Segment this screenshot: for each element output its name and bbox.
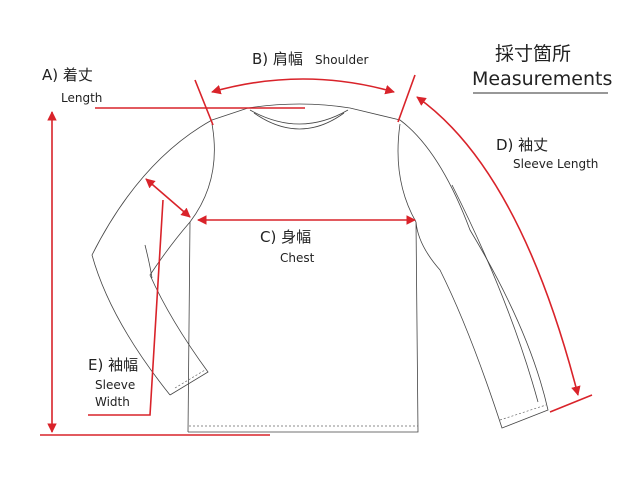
sleeve-length-label-en: Sleeve Length [513,157,598,171]
sleeve-width-label-jp: E) 袖幅 [88,356,138,374]
shirt-outline [91,103,549,433]
title-jp: 採寸箇所 [495,43,571,65]
sleeve-width-label-en-1: Sleeve [95,378,135,392]
length-label-en: Length [61,91,102,105]
sleeve-length-label-jp: D) 袖丈 [496,136,548,154]
chest-label-en: Chest [280,251,315,265]
measure-shoulder [194,74,416,126]
chest-label-jp: C) 身幅 [260,228,311,246]
measure-length [40,107,305,436]
shoulder-label-jp: B) 肩幅 [252,50,303,68]
sleeve-width-label-en-2: Width [95,395,130,409]
length-label-jp: A) 着丈 [42,66,93,84]
measure-sleeve-width [88,178,191,416]
shoulder-label-en: Shoulder [315,53,369,67]
title-en: Measurements [472,68,612,90]
measure-sleeve-length [416,96,593,413]
